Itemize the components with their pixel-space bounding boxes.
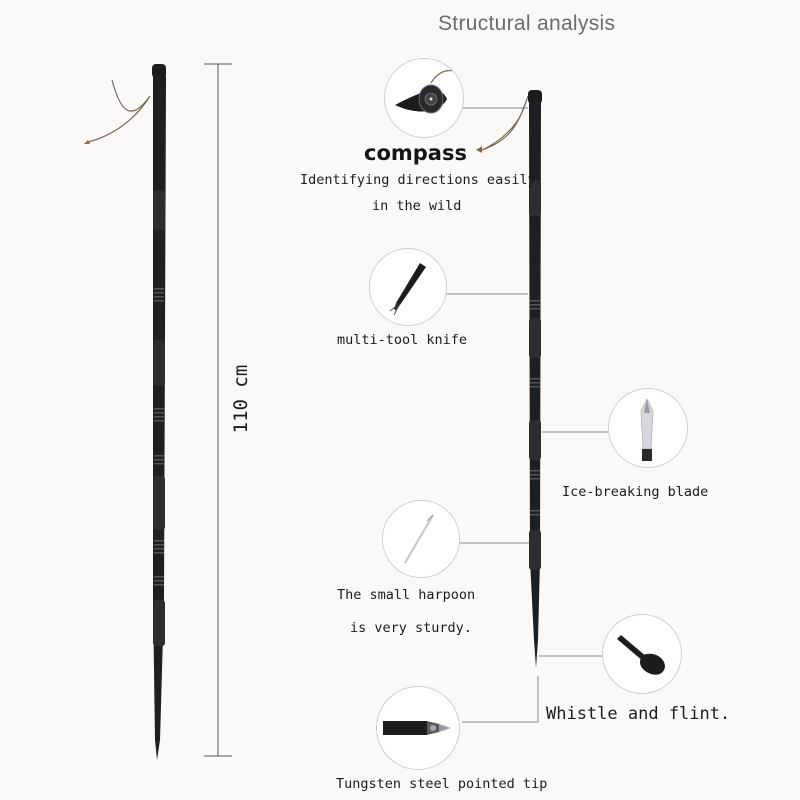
tip-caption: Tungsten steel pointed tip <box>336 776 548 792</box>
compass-detail-circle <box>384 58 464 138</box>
whistle-detail-circle <box>602 614 682 694</box>
knife-caption: multi-tool knife <box>337 332 468 348</box>
harpoon-caption-line-1: The small harpoon <box>337 587 476 603</box>
knife-icon <box>389 263 426 316</box>
harpoon-caption-line-2: is very sturdy. <box>350 620 472 636</box>
whistle-icon <box>617 635 665 675</box>
ice-blade-icon <box>640 398 654 461</box>
whistle-caption: Whistle and flint. <box>546 704 731 724</box>
compass-caption-line-1: Identifying directions easily <box>300 172 536 188</box>
compass-caption-line-2: in the wild <box>372 198 462 214</box>
knife-detail-circle <box>369 248 447 326</box>
ice-blade-caption: Ice-breaking blade <box>562 484 709 500</box>
diagram-title: Structural analysis <box>438 12 616 35</box>
tip-detail-circle <box>376 686 460 770</box>
ice-blade-detail-circle <box>608 388 688 468</box>
left-walking-stick <box>84 64 166 760</box>
length-label: 110 cm <box>230 364 252 434</box>
leader-lines <box>446 107 608 723</box>
harpoon-icon <box>404 514 434 564</box>
compass-heading: compass <box>364 141 467 165</box>
measurement-bracket <box>204 63 232 757</box>
right-walking-stick <box>476 90 542 668</box>
compass-icon <box>395 69 456 114</box>
tungsten-tip-icon <box>383 721 451 735</box>
harpoon-detail-circle <box>382 500 460 578</box>
